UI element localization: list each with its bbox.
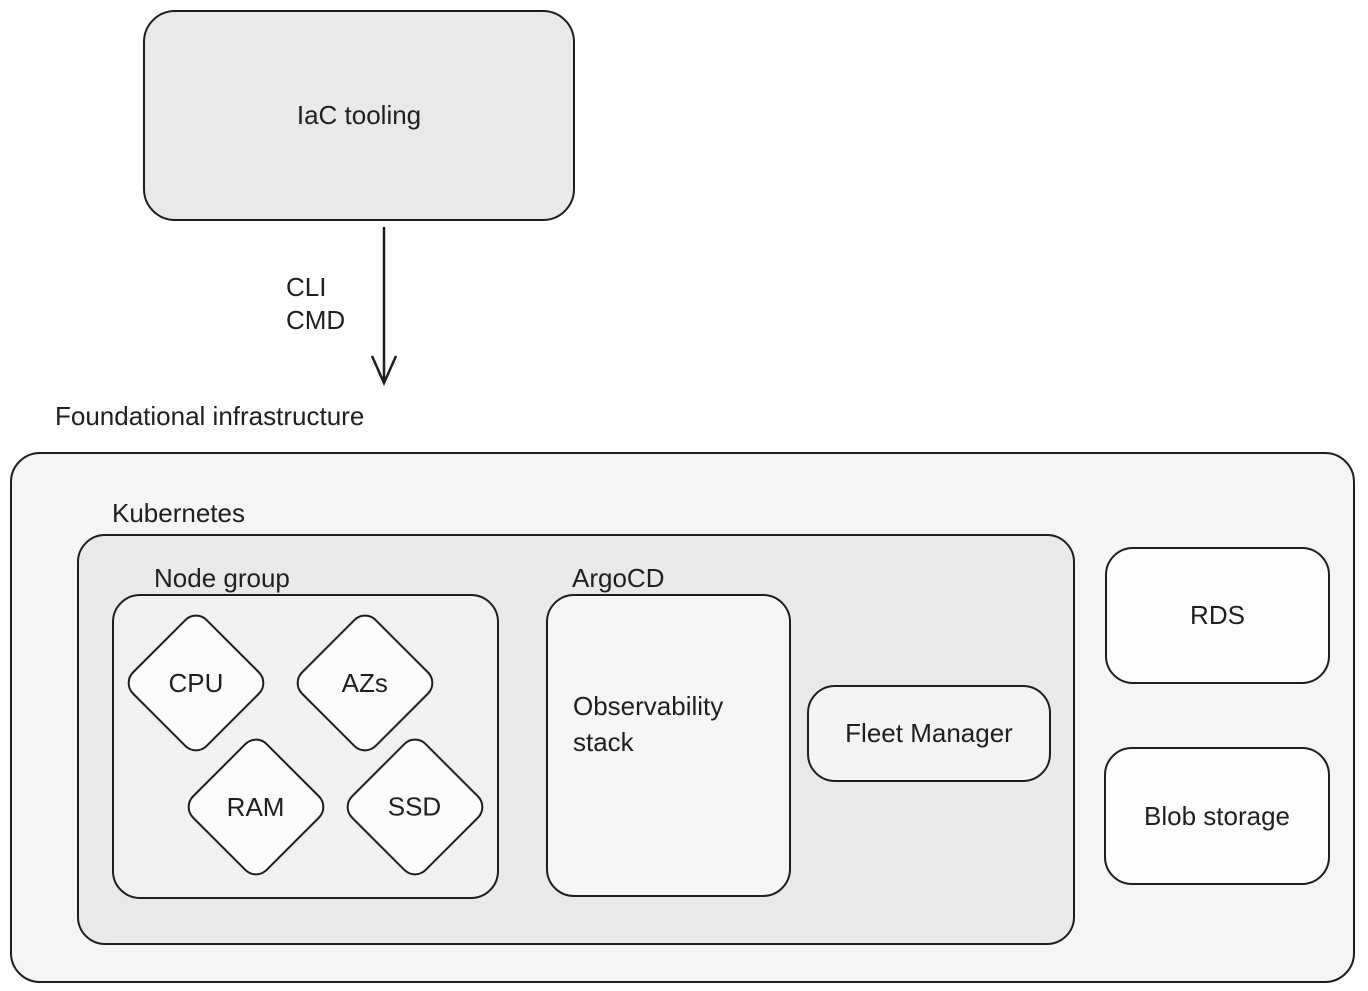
- rds-node: RDS: [1105, 547, 1330, 684]
- fleet-manager-node: Fleet Manager: [807, 685, 1051, 782]
- iac-tooling-label: IaC tooling: [296, 100, 422, 130]
- cpu-label: CPU: [168, 667, 224, 698]
- node-group-label: Node group: [154, 563, 290, 593]
- node-group-container: CPU AZs RAM SSD: [112, 594, 499, 899]
- foundational-infrastructure-container: Kubernetes Node group CPU AZs RAM SSD A: [10, 452, 1355, 983]
- kubernetes-container: Node group CPU AZs RAM SSD ArgoCD Observ…: [77, 534, 1075, 945]
- arrow-label: CLI CMD: [286, 271, 345, 337]
- azs-diamond-node: AZs: [290, 608, 440, 758]
- ssd-label: SSD: [388, 791, 442, 822]
- observability-stack-node: Observability stack: [573, 691, 724, 757]
- kubernetes-label: Kubernetes: [112, 498, 245, 528]
- ram-label: RAM: [227, 791, 285, 822]
- azs-label: AZs: [341, 667, 389, 698]
- arrow-label-line2: CMD: [286, 305, 346, 335]
- ssd-diamond-node: SSD: [340, 732, 490, 882]
- argocd-label: ArgoCD: [572, 563, 665, 593]
- cpu-diamond-node: CPU: [121, 608, 271, 758]
- foundational-infrastructure-label: Foundational infrastructure: [55, 401, 365, 431]
- ram-diamond-node: RAM: [181, 732, 331, 882]
- arrow-label-line1: CLI: [286, 272, 327, 302]
- blob-storage-label: Blob storage: [1144, 800, 1290, 831]
- fleet-manager-label: Fleet Manager: [845, 718, 1013, 748]
- argocd-container: Observability stack: [546, 594, 791, 897]
- down-arrow-icon: [370, 227, 398, 387]
- iac-tooling-node: IaC tooling: [143, 10, 575, 221]
- blob-storage-node: Blob storage: [1104, 747, 1330, 885]
- rds-label: RDS: [1190, 600, 1245, 630]
